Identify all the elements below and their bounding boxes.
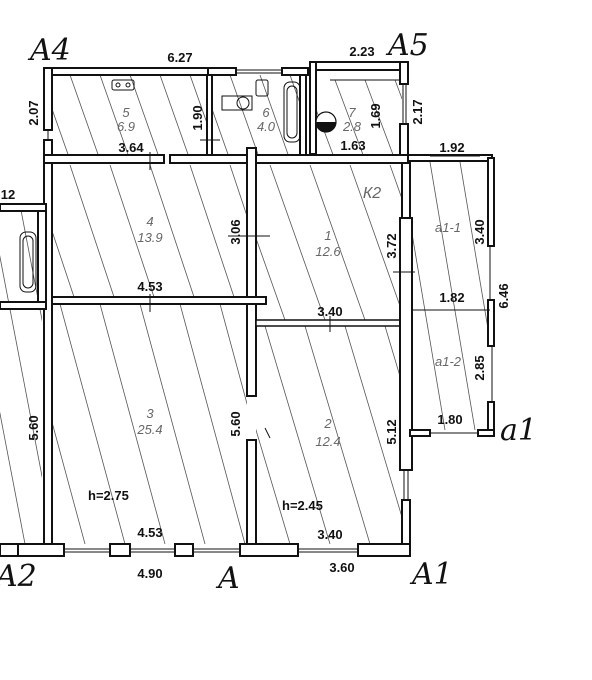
dim-left-cut: 12	[1, 187, 15, 202]
dim-balcony-top: 1.92	[439, 140, 464, 155]
dimension-lines	[149, 139, 480, 439]
room-5-number: 5	[122, 105, 130, 120]
balcony-a1-1-number: a1-1	[435, 220, 461, 235]
toilet-icon	[221, 95, 253, 111]
dim-room-1-height: 3.72	[384, 233, 399, 258]
axis-a1-label: A1	[409, 557, 453, 592]
dim-balcony-mid: 1.82	[439, 290, 464, 305]
dim-room-2-height: 5.12	[384, 419, 399, 444]
dim-room-4-height: 3.06	[228, 219, 243, 244]
room-6-area: 4.0	[257, 119, 276, 134]
dim-room-5-width: 3.64	[118, 140, 144, 155]
dim-room-2-bottom-width: 3.40	[317, 527, 342, 542]
axis-a1-lower-label: a1	[500, 413, 537, 448]
dim-room-3-bottom-width: 4.53	[137, 525, 162, 540]
room-2-number: 2	[323, 416, 332, 431]
dim-right-2-17: 2.17	[410, 99, 425, 124]
dim-balcony-1-height: 3.40	[472, 219, 487, 244]
dim-room-3-height-left: 5.60	[26, 415, 41, 440]
dim-room-7-height: 1.69	[368, 103, 383, 128]
dim-room-6-height: 1.90	[190, 105, 205, 130]
axis-a5-label: A5	[385, 28, 429, 63]
room-2-height: h=2.45	[282, 498, 323, 513]
axis-a2-label: A2	[0, 559, 37, 594]
room-5-area: 6.9	[117, 119, 135, 134]
dim-top-a4-width: 6.27	[167, 50, 192, 65]
room-2-area: 12.4	[315, 434, 340, 449]
bathtub-icon	[283, 81, 301, 143]
balcony-a1-2-number: a1-2	[435, 354, 462, 369]
dim-room-1-width: 3.40	[317, 304, 342, 319]
dim-room-7-width: 1.63	[340, 138, 365, 153]
room-1-number: 1	[324, 228, 331, 243]
corridor-mark: К2	[363, 185, 381, 202]
dim-room-4-width: 4.53	[137, 279, 162, 294]
left-bathtub-icon	[19, 231, 37, 293]
fixtures	[19, 79, 400, 293]
room-6-number: 6	[262, 105, 270, 120]
dim-left-2-07: 2.07	[26, 100, 41, 125]
sink-icon	[111, 79, 135, 91]
dim-balcony-total: 6.46	[496, 283, 511, 308]
washbasin-icon	[255, 79, 269, 97]
room-4-number: 4	[146, 214, 153, 229]
room-4-area: 13.9	[137, 230, 162, 245]
room-7-area: 2.8	[342, 119, 362, 134]
dim-outer-4-90: 4.90	[137, 566, 162, 581]
dim-balcony-2-height: 2.85	[472, 355, 487, 380]
dim-top-a5-width: 2.23	[349, 44, 374, 59]
room-1-area: 12.6	[315, 244, 341, 259]
axis-a-label: A	[215, 561, 240, 596]
room-3-number: 3	[146, 406, 154, 421]
room-3-height: h=2.75	[88, 488, 129, 503]
room-3-area: 25.4	[136, 422, 162, 437]
dim-balcony-2-width: 1.80	[437, 412, 462, 427]
dim-room-3-height-right: 5.60	[228, 411, 243, 436]
windows	[47, 69, 493, 553]
axis-a4-label: A4	[27, 33, 71, 68]
dim-outer-3-60: 3.60	[329, 560, 354, 575]
walls	[0, 61, 495, 557]
room-7-number: 7	[348, 105, 356, 120]
